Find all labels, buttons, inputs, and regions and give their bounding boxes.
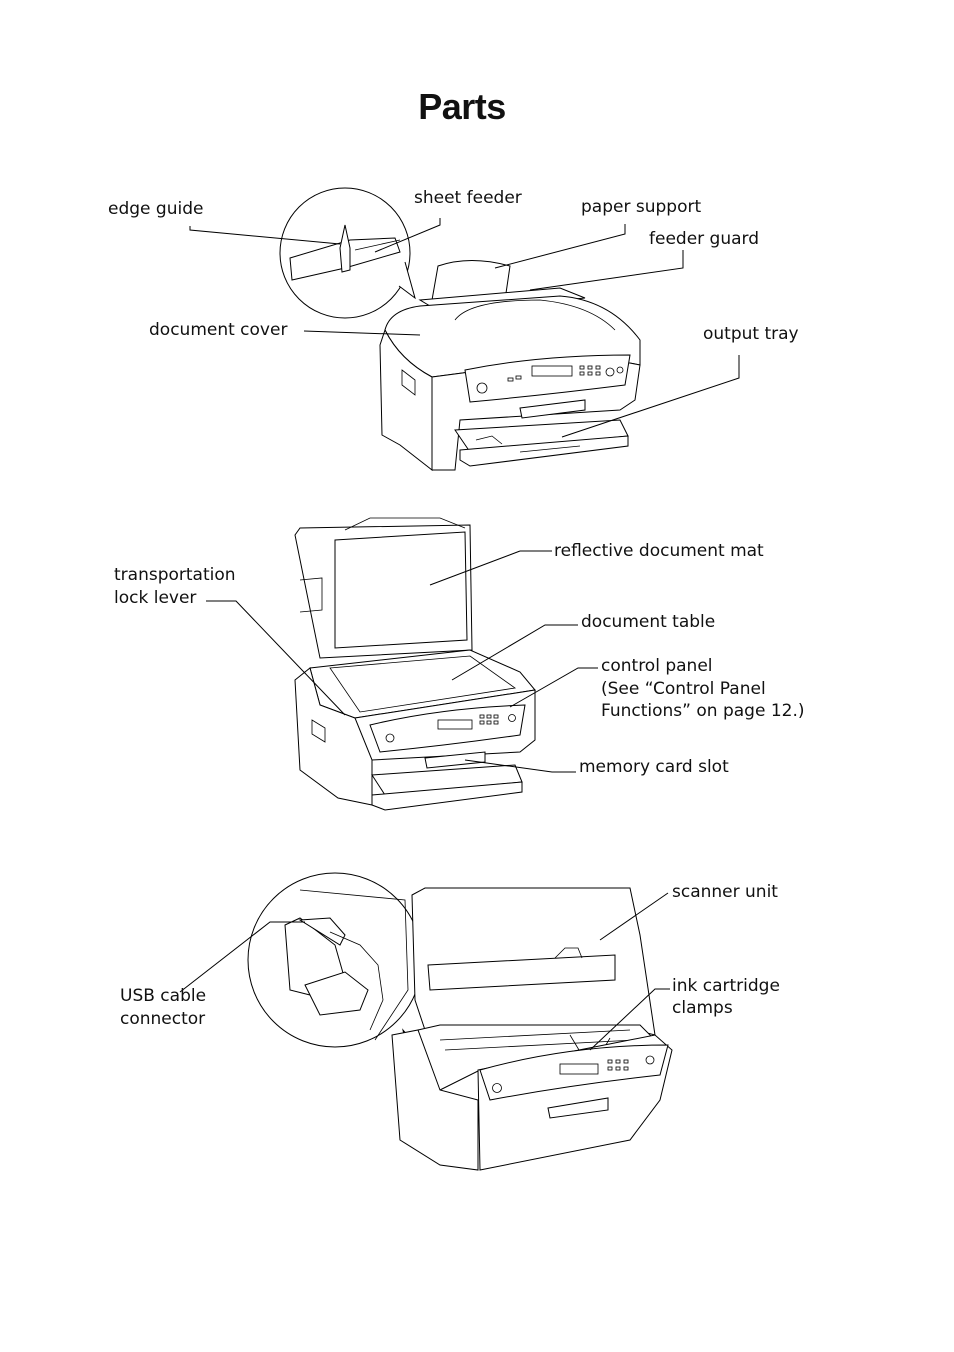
label-feeder-guard: feeder guard bbox=[649, 229, 760, 249]
label-usb-cable-connector-line1: USB cable bbox=[120, 986, 207, 1006]
label-transportation-lock-lever-line1: transportation bbox=[114, 565, 236, 585]
printer-illustration-open-cover bbox=[206, 517, 598, 811]
label-document-table: document table bbox=[581, 612, 716, 632]
label-control-panel-line3: Functions” on page 12.) bbox=[601, 701, 805, 721]
label-scanner-unit: scanner unit bbox=[672, 882, 778, 902]
label-edge-guide: edge guide bbox=[108, 199, 204, 219]
label-memory-card-slot: memory card slot bbox=[579, 757, 729, 777]
label-paper-support: paper support bbox=[581, 197, 702, 217]
label-reflective-document-mat: reflective document mat bbox=[554, 541, 764, 561]
page-title: Parts bbox=[418, 86, 506, 127]
label-usb-cable-connector-line2: connector bbox=[120, 1009, 206, 1029]
label-control-panel-line2: (See “Control Panel bbox=[601, 679, 766, 699]
label-ink-cartridge-clamps-line2: clamps bbox=[672, 998, 733, 1018]
label-control-panel-line1: control panel bbox=[601, 656, 713, 676]
printer-illustration-open-scanner bbox=[179, 872, 673, 1171]
label-document-cover: document cover bbox=[149, 320, 288, 340]
label-transportation-lock-lever-line2: lock lever bbox=[114, 588, 197, 608]
label-ink-cartridge-clamps-line1: ink cartridge bbox=[672, 976, 780, 996]
label-sheet-feeder: sheet feeder bbox=[414, 188, 522, 208]
printer-illustration-front bbox=[189, 187, 740, 472]
label-output-tray: output tray bbox=[703, 324, 799, 344]
